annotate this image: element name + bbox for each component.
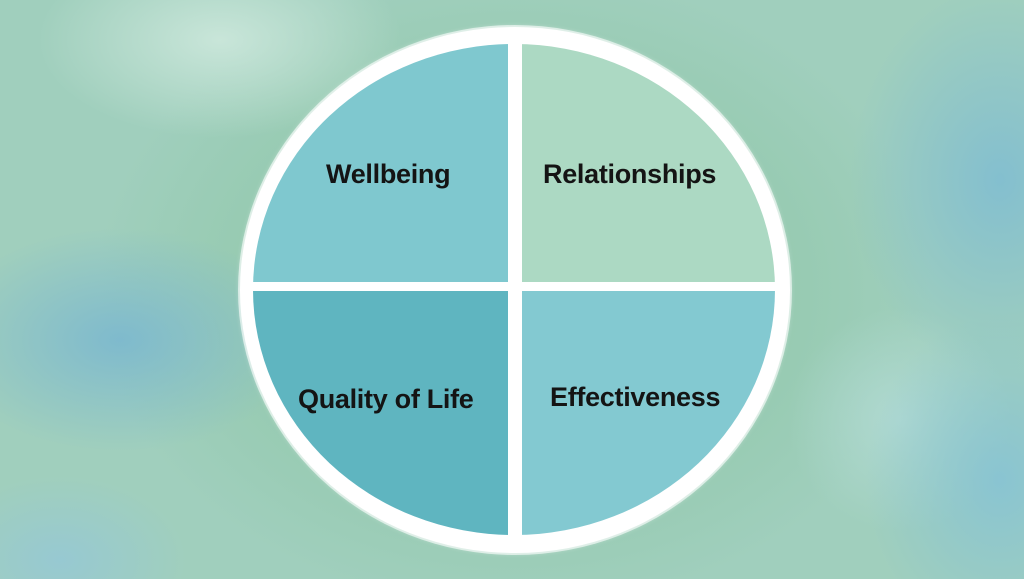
label-wellbeing: Wellbeing <box>326 159 451 189</box>
quadrant-relationships <box>522 44 775 282</box>
label-relationships: Relationships <box>543 159 717 189</box>
quadrant-circle <box>240 27 790 553</box>
quadrant-wellbeing <box>253 44 508 282</box>
quadrant-quality-of-life <box>253 291 508 535</box>
label-effectiveness: Effectiveness <box>550 382 721 412</box>
label-quality-of-life: Quality of Life <box>298 384 474 414</box>
quadrant-effectiveness <box>522 291 775 535</box>
circle-inner <box>253 44 775 535</box>
